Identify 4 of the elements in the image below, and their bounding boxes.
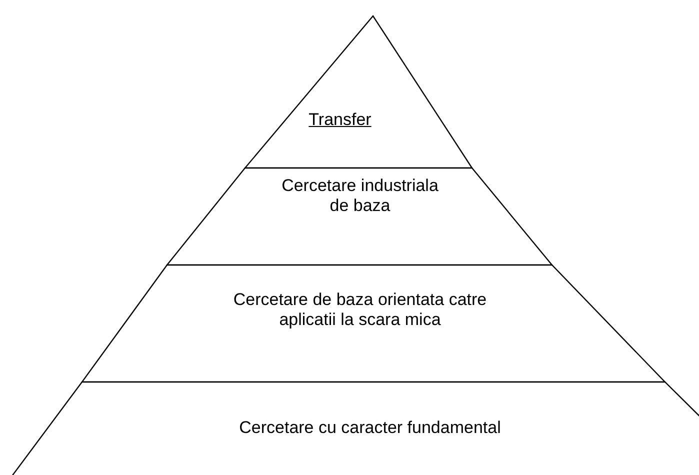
tier-label: Transfer bbox=[308, 110, 372, 130]
tier-label: Cercetare de baza orientata catre aplicatii la scara mica bbox=[232, 290, 488, 330]
tier-label: Cercetare industriala de baza bbox=[280, 176, 440, 216]
tier-label: Cercetare cu caracter fundamental bbox=[238, 418, 502, 438]
